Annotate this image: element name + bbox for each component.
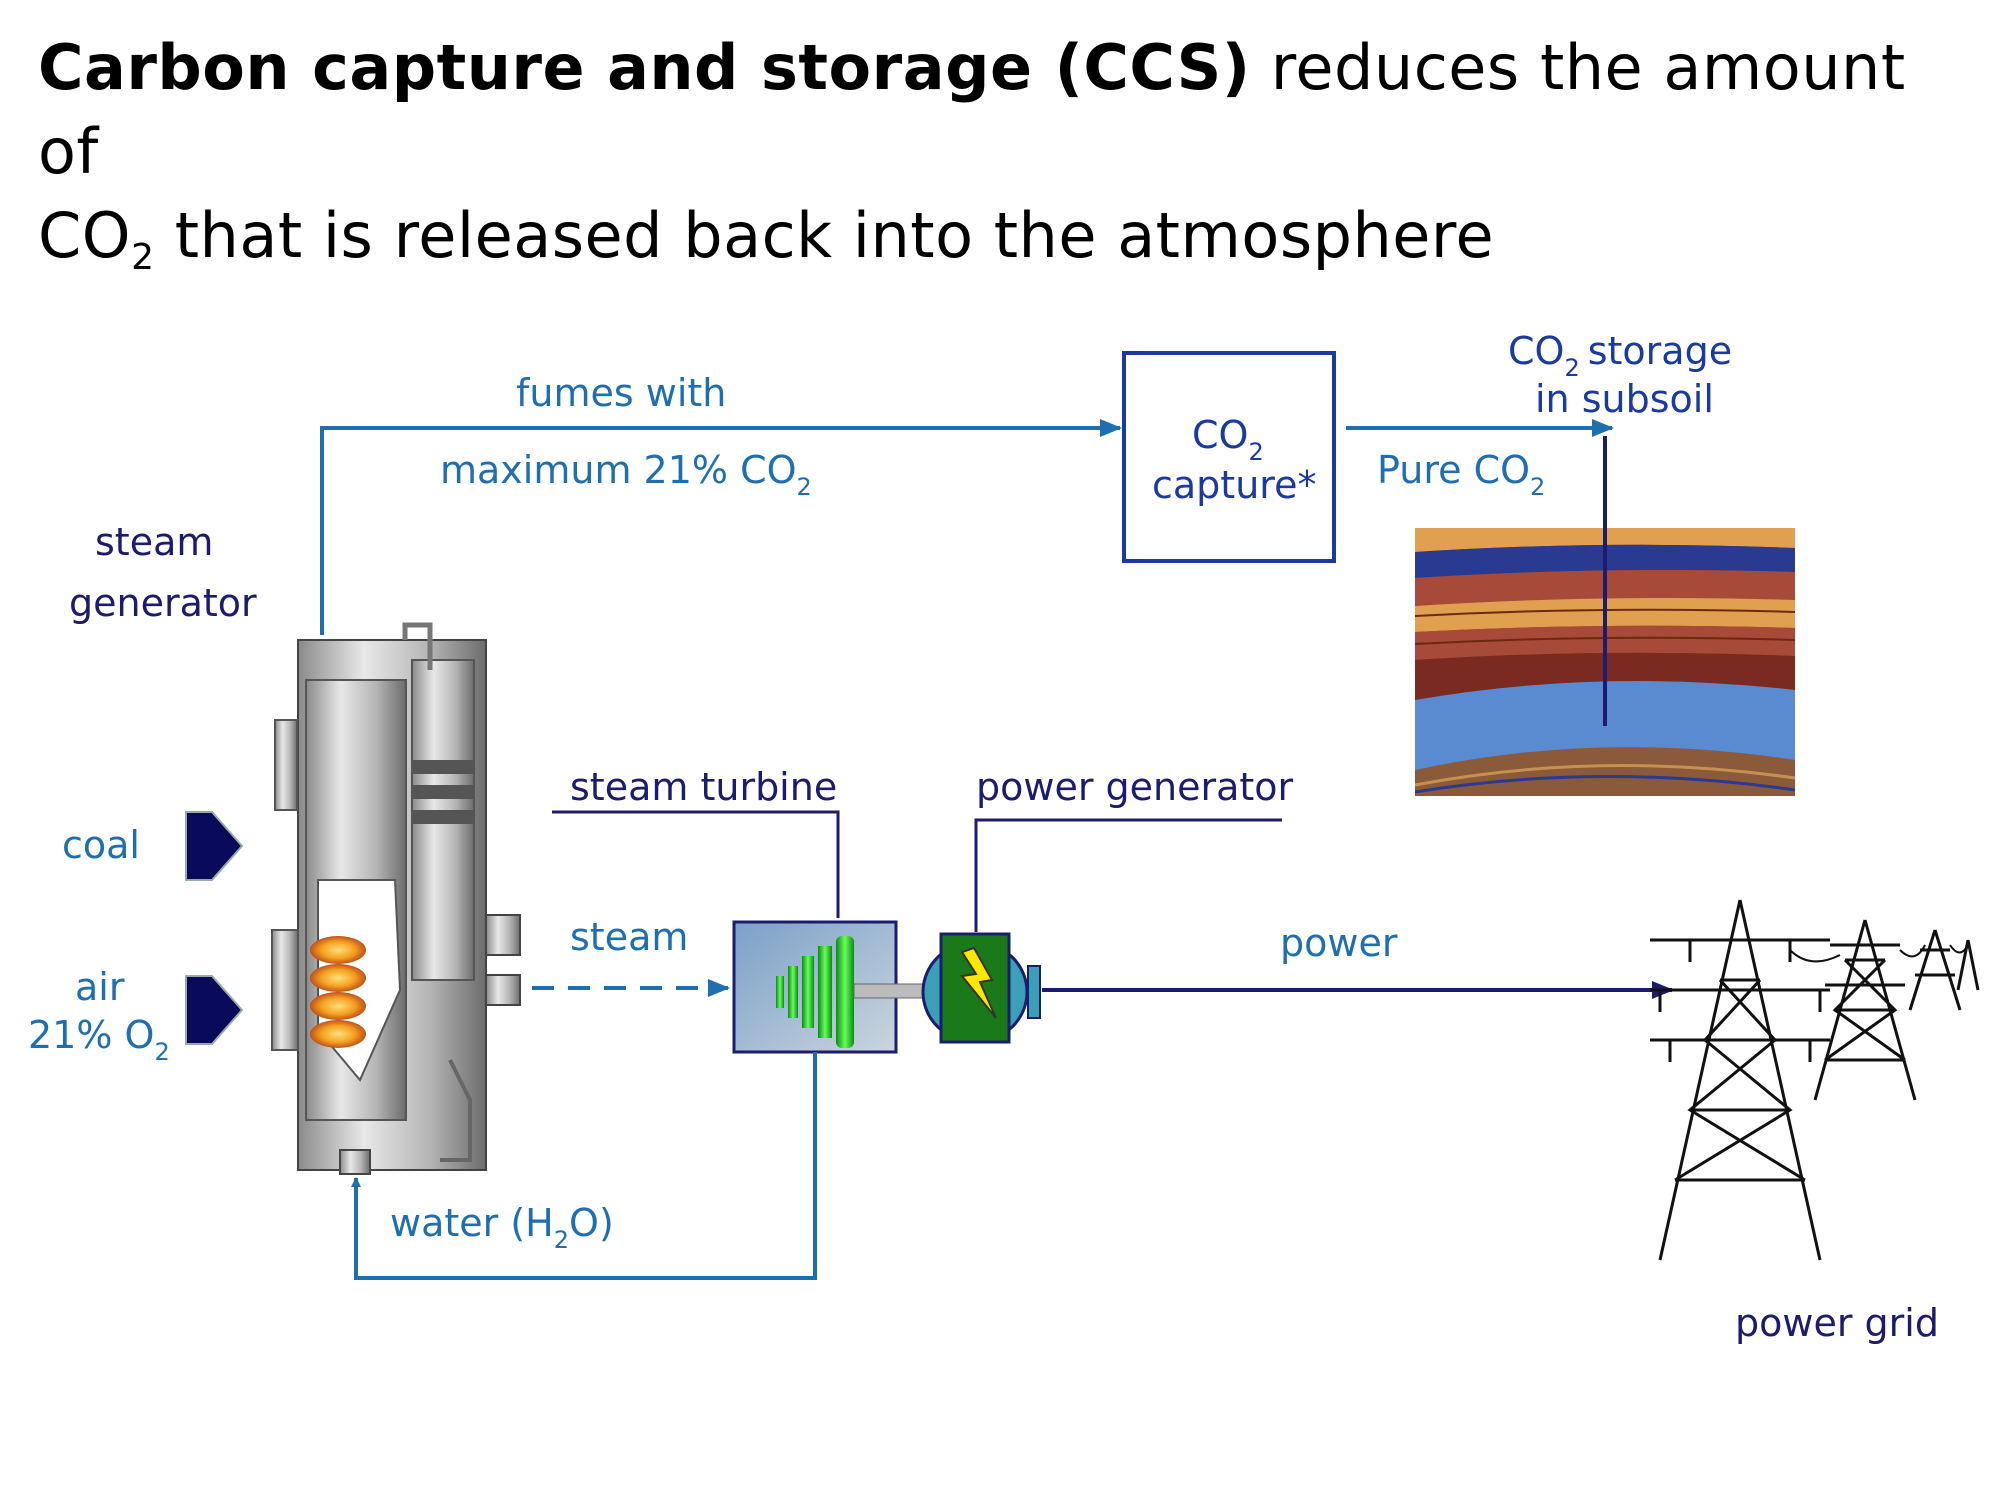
fumes-label-1: fumes with (516, 371, 726, 415)
water-label: water (H2O) (390, 1201, 614, 1254)
fumes-pipe-line (320, 419, 1122, 635)
fumes-label-2: maximum 21% CO2 (440, 448, 812, 501)
power-label: power (1280, 921, 1398, 965)
pure-co2-label: Pure CO2 (1377, 448, 1545, 501)
power-grid-towers (1650, 899, 1980, 1261)
steam-turbine-label: steam turbine (570, 765, 837, 809)
coal-arrow-icon (185, 811, 244, 881)
air-label-2: 21% O2 (28, 1013, 170, 1066)
title-sub: 2 (131, 237, 155, 278)
title-co: CO (38, 199, 132, 272)
power-generator-leader (974, 818, 1282, 932)
title-bold: Carbon capture and storage (CCS) (38, 31, 1251, 104)
co2-capture-box (1122, 351, 1336, 563)
page-title: Carbon capture and storage (CCS) reduces… (38, 26, 1978, 278)
air-label-1: air (75, 965, 125, 1009)
steam-label: steam (570, 915, 688, 959)
coal-label: coal (62, 823, 140, 867)
power-generator-illustration (921, 932, 1041, 1044)
capture-label-2: capture* (1152, 463, 1316, 507)
title-line2: that is released back into the atmospher… (174, 199, 1495, 272)
capture-label-1: CO2 (1192, 413, 1264, 466)
steam-generator-illustration (271, 622, 521, 1175)
steam-turbine-leader (552, 810, 840, 918)
steam-generator-label-2: generator (69, 581, 257, 625)
power-generator-label: power generator (976, 765, 1294, 809)
steam-generator-label-1: steam (95, 520, 213, 564)
steam-turbine-illustration (732, 920, 945, 1054)
water-return-line (351, 1052, 817, 1280)
lightning-icon (960, 946, 997, 1019)
power-grid-label: power grid (1735, 1301, 1939, 1345)
title-rest: reduces the amount of (38, 31, 1906, 188)
storage-label-2: in subsoil (1535, 377, 1714, 421)
air-arrow-icon (185, 975, 244, 1045)
